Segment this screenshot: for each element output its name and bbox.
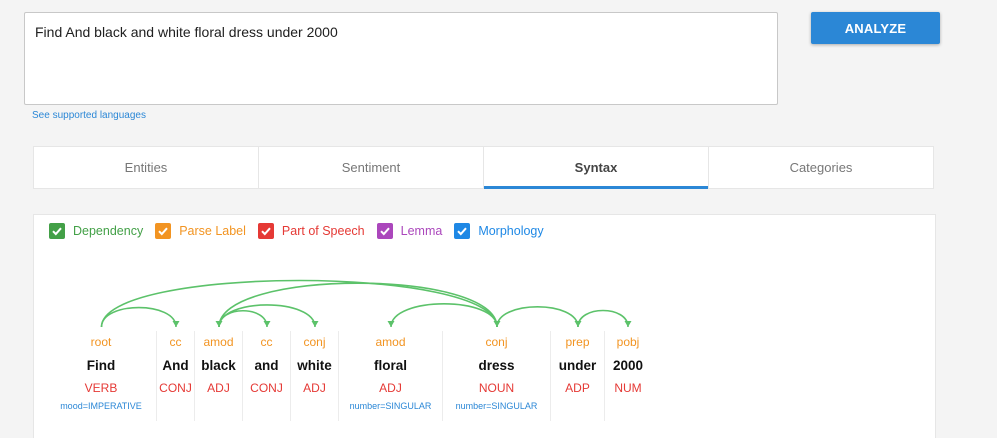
legend-dependency-label: Dependency [73, 224, 144, 238]
check-icon [52, 227, 62, 236]
dependency-arrowhead [263, 321, 271, 327]
token-word: And [162, 358, 189, 373]
lemma-checkbox[interactable] [376, 223, 393, 239]
syntax-legend: Dependency Parse Label Part of Speech Le… [49, 223, 556, 239]
dependency-arc [218, 282, 498, 328]
parse-label-checkbox[interactable] [155, 223, 172, 239]
dependency-arc [218, 304, 316, 328]
legend-morphology-label: Morphology [478, 224, 544, 238]
token-part-of-speech: ADJ [303, 381, 326, 395]
token-parse-label: prep [565, 335, 590, 349]
legend-parse-label[interactable]: Parse Label [155, 223, 246, 239]
dependency-arc [390, 303, 498, 328]
token-part-of-speech: CONJ [250, 381, 283, 395]
legend-lemma-label: Lemma [400, 224, 443, 238]
text-input[interactable]: Find And black and white floral dress un… [24, 12, 778, 105]
dependency-arrowhead [387, 321, 395, 327]
legend-parse-label-label: Parse Label [179, 224, 246, 238]
token-morphology: number=SINGULAR [349, 401, 432, 411]
text-input-value: Find And black and white floral dress un… [35, 24, 338, 40]
token-parse-label: pobj [616, 335, 640, 349]
token-word: under [558, 358, 597, 373]
tab-categories[interactable]: Categories [789, 160, 853, 175]
morphology-checkbox[interactable] [454, 223, 471, 239]
tab-entities[interactable]: Entities [34, 147, 259, 188]
token-word: 2000 [612, 358, 644, 373]
tab-syntax[interactable]: Syntax [484, 147, 709, 189]
check-icon [158, 227, 168, 236]
token-word: and [254, 358, 279, 373]
token-part-of-speech: ADJ [207, 381, 230, 395]
token-parse-label: conj [485, 335, 508, 349]
legend-part-of-speech[interactable]: Part of Speech [257, 223, 365, 239]
token-parse-label: amod [375, 335, 406, 349]
token-word: Find [86, 358, 116, 373]
check-icon [379, 227, 390, 236]
dependency-arc [496, 305, 579, 328]
check-icon [457, 227, 468, 236]
dependency-arc [100, 279, 498, 328]
dependency-arc [218, 309, 268, 328]
token-part-of-speech: VERB [84, 381, 118, 395]
dependency-arrowhead [311, 321, 319, 327]
token-parse-label: amod [203, 335, 234, 349]
legend-dependency[interactable]: Dependency [49, 223, 143, 239]
token-part-of-speech: ADJ [379, 381, 402, 395]
token-part-of-speech: CONJ [159, 381, 192, 395]
dependency-arrowhead [215, 321, 223, 327]
token-part-of-speech: NUM [614, 381, 642, 395]
supported-languages-link[interactable]: See supported languages [32, 110, 146, 121]
legend-lemma[interactable]: Lemma [376, 223, 443, 239]
dependency-arcs [100, 279, 632, 328]
legend-morphology[interactable]: Morphology [454, 223, 544, 239]
token-parse-label: conj [303, 335, 326, 349]
dependency-arrowhead [624, 321, 632, 327]
token-part-of-speech: NOUN [478, 381, 515, 395]
legend-part-of-speech-label: Part of Speech [281, 224, 365, 238]
tab-sentiment[interactable]: Sentiment [259, 147, 484, 188]
token-word: white [297, 358, 332, 373]
token-word: floral [373, 358, 407, 373]
token-parse-label: cc [169, 335, 182, 349]
token-parse-label: cc [260, 335, 273, 349]
part-of-speech-checkbox[interactable] [257, 223, 274, 239]
dependency-checkbox[interactable] [49, 223, 65, 239]
token-morphology: number=SINGULAR [455, 401, 538, 411]
syntax-panel: Dependency Parse Label Part of Speech Le… [33, 214, 936, 438]
dependency-arrowhead [172, 321, 180, 327]
token-morphology: mood=IMPERATIVE [60, 401, 142, 411]
analysis-tabs: Entities Sentiment Syntax Categories [33, 146, 934, 189]
token-word: dress [478, 358, 515, 373]
token-part-of-speech: ADP [565, 381, 590, 395]
token-word: black [201, 358, 236, 373]
analyze-button[interactable]: ANALYZE [811, 12, 940, 44]
dependency-arc [577, 309, 629, 328]
check-icon [261, 227, 271, 236]
token-parse-label: root [90, 335, 112, 349]
